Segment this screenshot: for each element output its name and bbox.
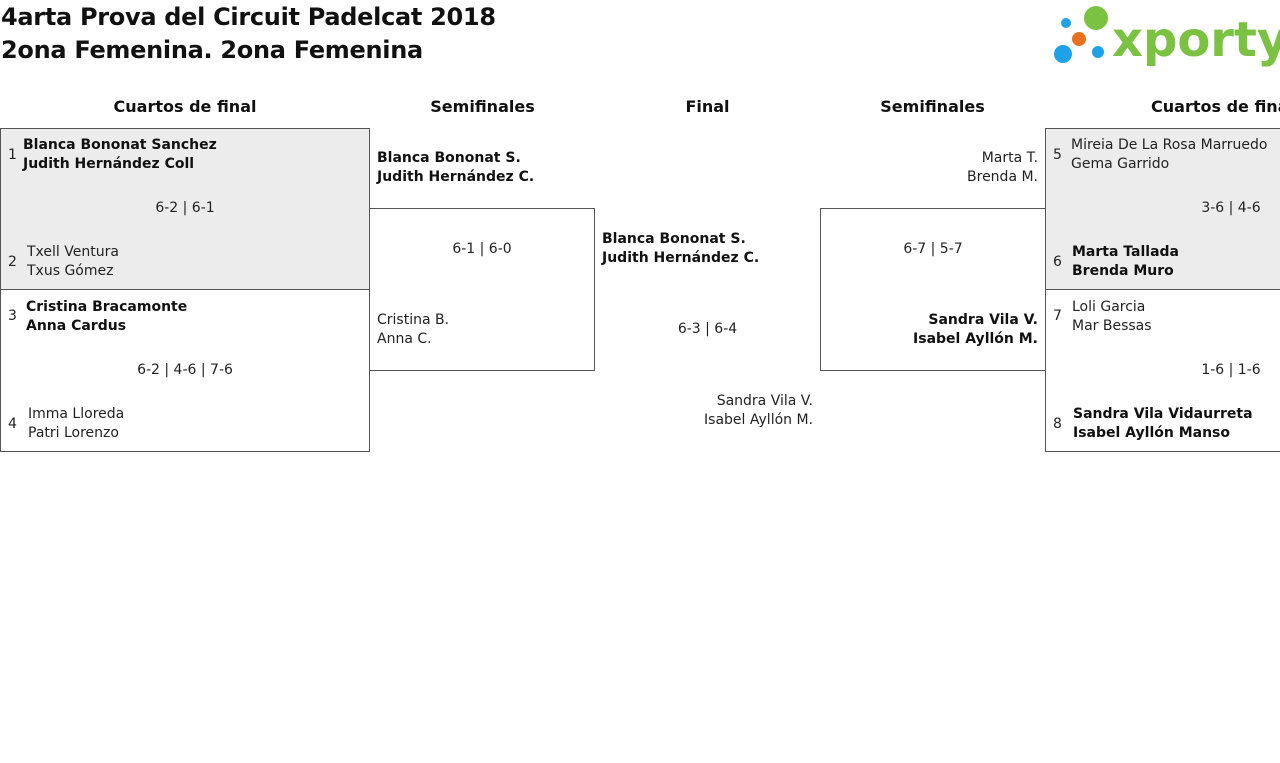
team-player-1: Loli Garcia (1072, 299, 1146, 315)
match-score: 1-6 | 1-6 (1201, 362, 1261, 378)
seed-number: 4 (8, 416, 17, 432)
team-player-2: Judith Hernández Coll (23, 156, 195, 172)
round-label-right-semis: Semifinales (880, 97, 985, 116)
match-score: 3-6 | 4-6 (1201, 200, 1261, 216)
team-player-2: Anna C. (377, 331, 432, 347)
final-team-player-2: Isabel Ayllón M. (704, 412, 813, 428)
match-score: 6-7 | 5-7 (903, 241, 963, 257)
final-team-player-2: Judith Hernández C. (602, 250, 760, 266)
team-player-2: Isabel Ayllón Manso (1073, 425, 1230, 441)
seed-number: 6 (1053, 254, 1062, 270)
team-player-2: Mar Bessas (1072, 318, 1152, 334)
xporty-logo[interactable]: xporty (1050, 4, 1280, 68)
team-player-2: Anna Cardus (26, 318, 127, 334)
team-player-1: Sandra Vila V. (928, 312, 1038, 328)
left-quarterfinal-2[interactable]: 3 Cristina Bracamonte Anna Cardus 6-2 | … (0, 289, 370, 452)
team-player-1: Txell Ventura (27, 244, 119, 260)
left-semifinal-match[interactable]: 6-1 | 6-0 (369, 208, 595, 371)
seed-number: 5 (1053, 147, 1062, 163)
team-player-1: Marta Tallada (1072, 244, 1180, 260)
seed-number: 3 (8, 308, 17, 324)
round-label-right-quarters: Cuartos de final (1151, 97, 1280, 116)
round-label-left-semis: Semifinales (430, 97, 535, 116)
team-player-2: Brenda M. (967, 169, 1038, 185)
round-label-left-quarters: Cuartos de final (113, 97, 257, 116)
team-player-2: Gema Garrido (1071, 156, 1170, 172)
team-player-1: Marta T. (981, 150, 1038, 166)
team-player-1: Blanca Bononat S. (377, 150, 521, 166)
team-player-1: Blanca Bononat Sanchez (23, 137, 217, 153)
seed-number: 8 (1053, 416, 1062, 432)
team-player-1: Mireia De La Rosa Marruedo (1071, 137, 1268, 153)
team-player-1: Cristina Bracamonte (26, 299, 188, 315)
team-player-2: Txus Gómez (27, 263, 114, 279)
match-score: 6-1 | 6-0 (452, 241, 512, 257)
final-team-player-1: Blanca Bononat S. (602, 231, 746, 247)
tournament-title: 4arta Prova del Circuit Padelcat 2018 (1, 3, 496, 31)
final-score: 6-3 | 6-4 (677, 321, 738, 337)
team-player-1: Sandra Vila Vidaurreta (1073, 406, 1253, 422)
round-label-final: Final (685, 97, 730, 116)
xporty-dots-logo-icon: xporty (1054, 6, 1280, 68)
match-score: 6-2 | 4-6 | 7-6 (137, 362, 233, 378)
left-quarterfinal-1[interactable]: 1 Blanca Bononat Sanchez Judith Hernánde… (0, 128, 370, 290)
seed-number: 2 (8, 254, 17, 270)
final-team-player-1: Sandra Vila V. (716, 393, 813, 409)
team-player-2: Patri Lorenzo (28, 425, 119, 441)
team-player-2: Judith Hernández C. (377, 169, 535, 185)
match-score: 6-2 | 6-1 (155, 200, 215, 216)
seed-number: 1 (8, 147, 17, 163)
category-title: 2ona Femenina. 2ona Femenina (1, 36, 423, 64)
team-player-1: Cristina B. (377, 312, 450, 328)
team-player-2: Brenda Muro (1072, 263, 1174, 279)
right-quarterfinal-2[interactable]: 7 Loli Garcia Mar Bessas 1-6 | 1-6 8 San… (1045, 289, 1280, 452)
logo-wordmark: xporty (1112, 12, 1280, 68)
team-player-2: Isabel Ayllón M. (913, 331, 1038, 347)
seed-number: 7 (1053, 308, 1062, 324)
right-quarterfinal-1[interactable]: 5 Mireia De La Rosa Marruedo Gema Garrid… (1045, 128, 1280, 290)
team-player-1: Imma Lloreda (28, 406, 125, 422)
